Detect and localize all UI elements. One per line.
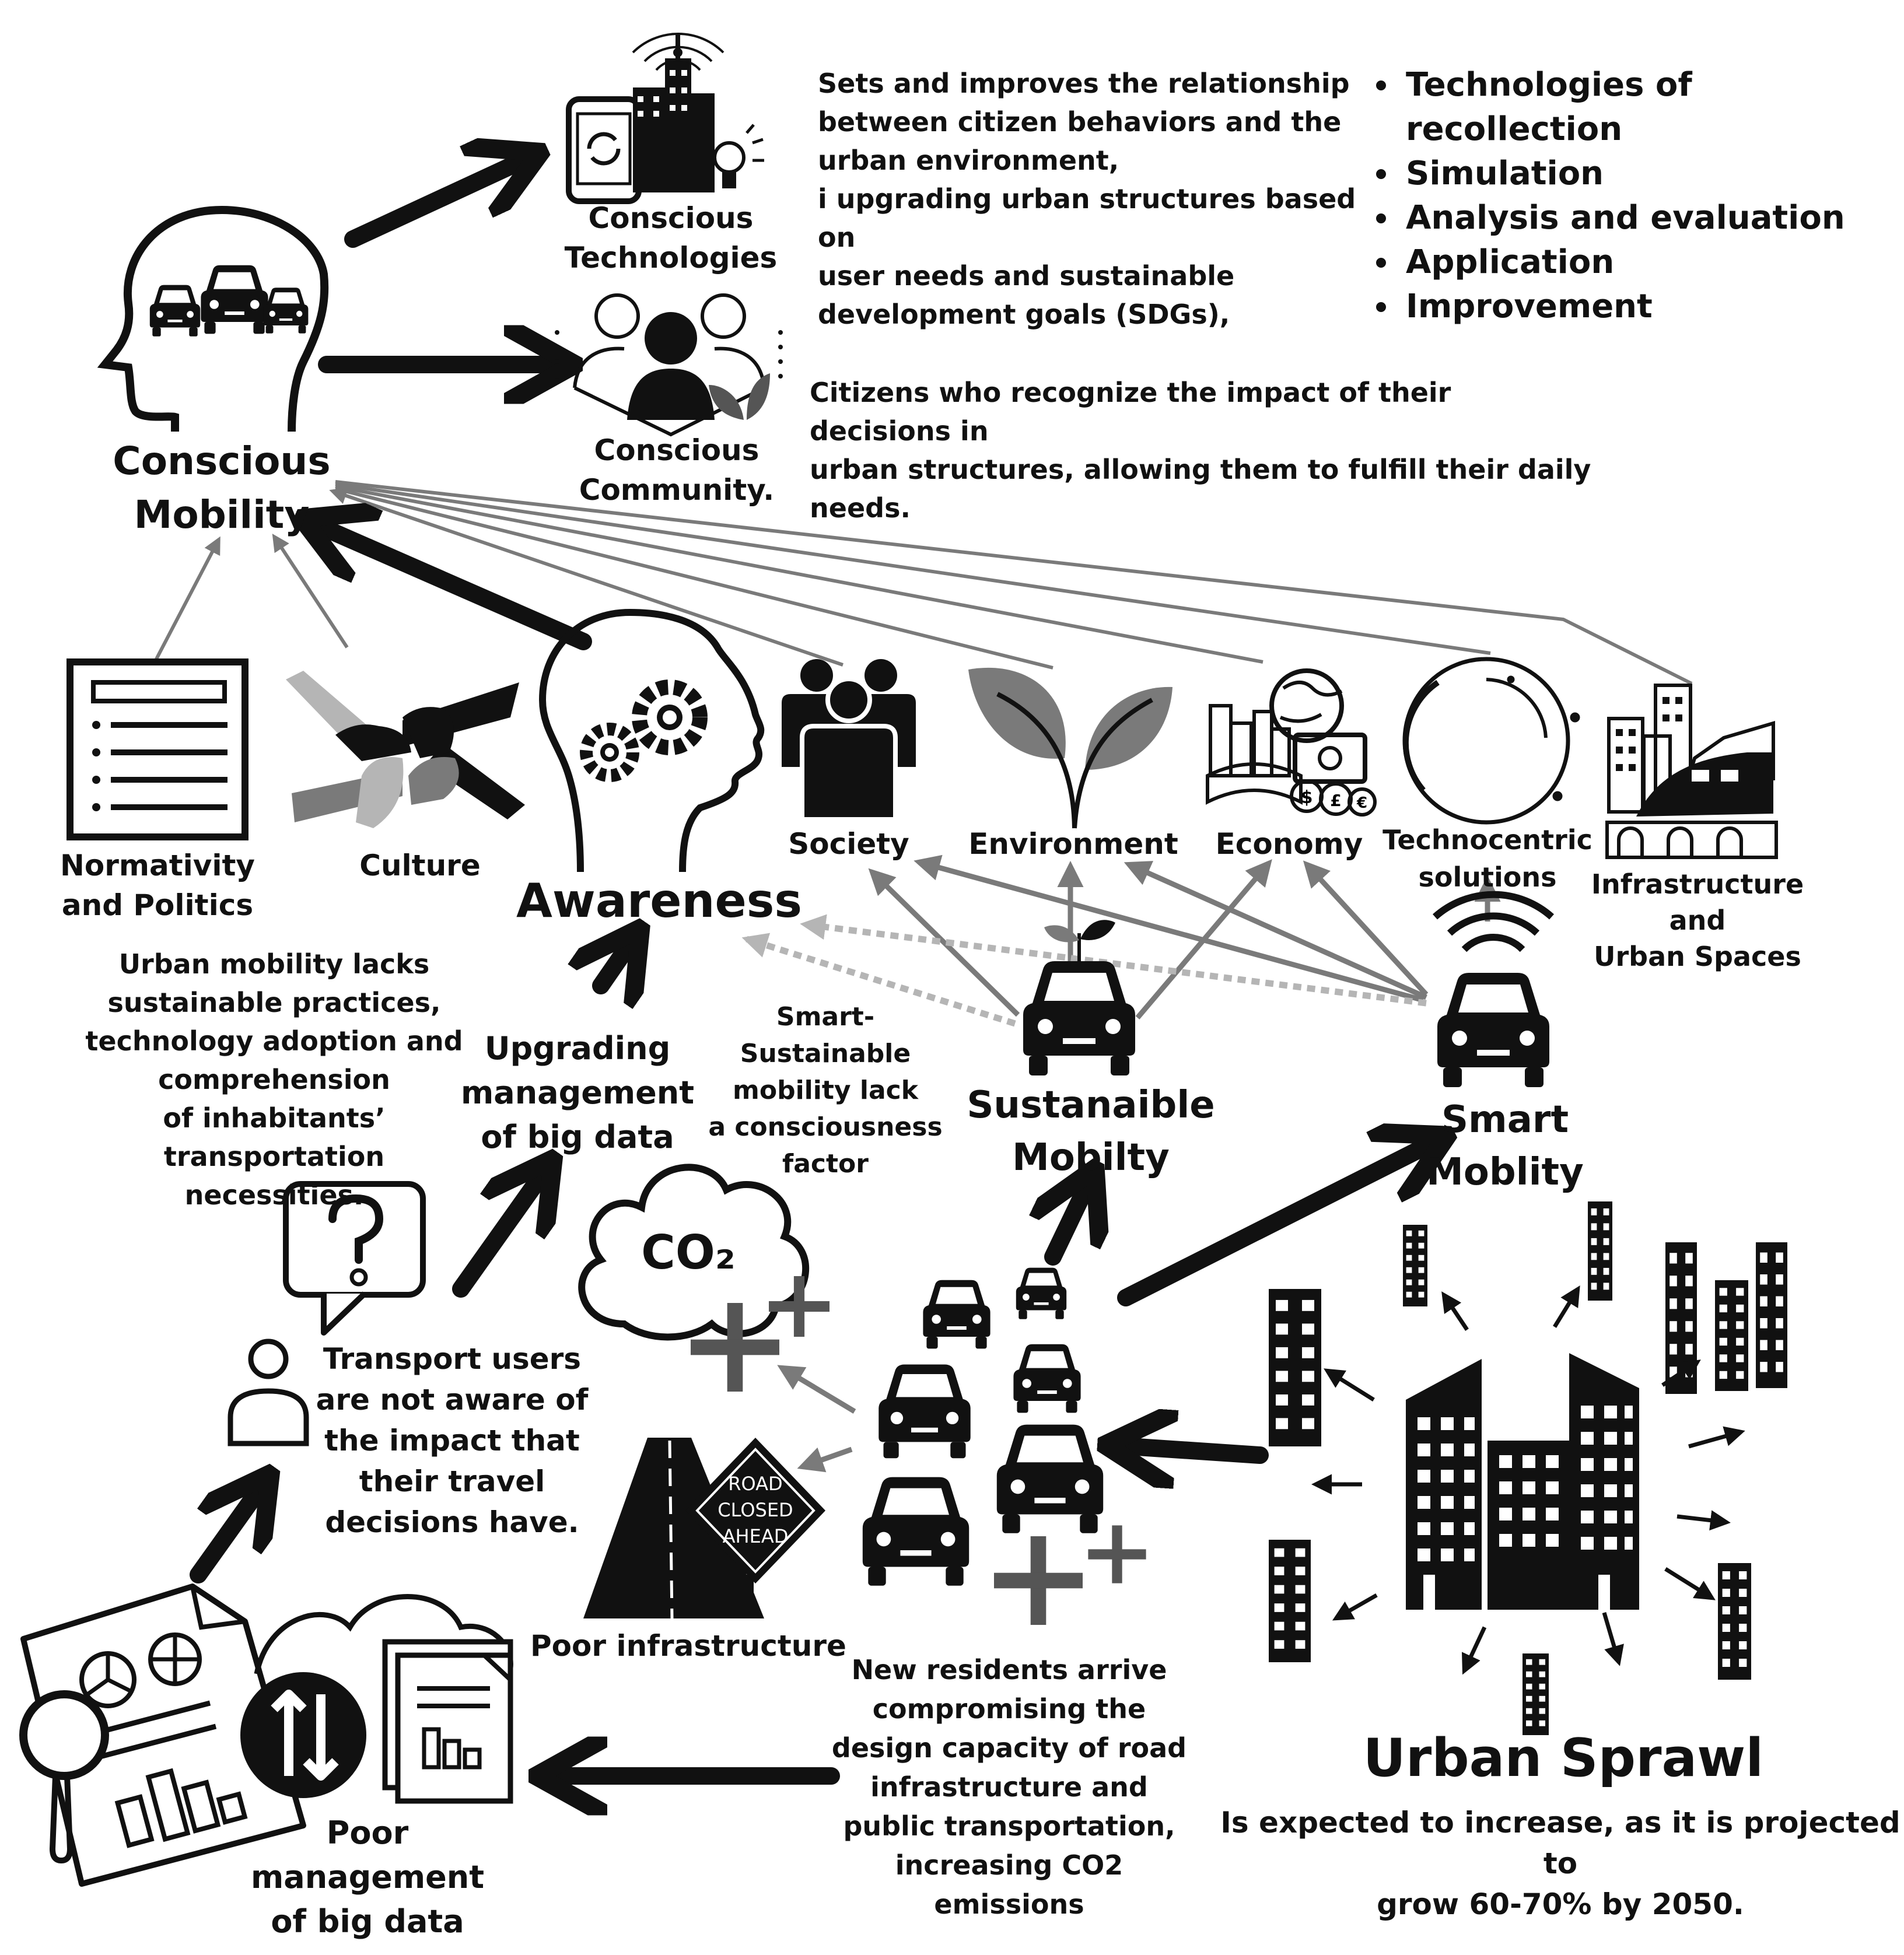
joined-hands-icon — [286, 671, 525, 828]
society-people-icon — [782, 659, 916, 822]
influence-lines — [155, 480, 1693, 685]
svg-text:£: £ — [1330, 791, 1341, 810]
smart-connected-car-icon — [1433, 891, 1554, 1087]
node-upgrading-big-data: Upgrading management of big data — [461, 1030, 695, 1155]
smart-city-icon — [566, 33, 764, 204]
community-icon — [555, 293, 783, 437]
svg-text:ROAD: ROAD — [728, 1473, 782, 1495]
user-question-icon — [228, 1181, 426, 1446]
sustainable-car-icon — [1023, 920, 1135, 1075]
node-smart-mobility: Smart Moblity — [1426, 1098, 1584, 1194]
node-environment: Environment — [968, 827, 1178, 861]
urban-mobility-lacks-note: Urban mobility lacks sustainable practic… — [85, 948, 463, 1211]
bullet-item: Application — [1400, 240, 1904, 285]
node-conscious-mobility: Conscious Mobility — [113, 439, 331, 537]
node-conscious-technologies: Conscious Technologies — [564, 201, 778, 275]
urban-sprawl-city-icon — [1406, 1353, 1639, 1610]
co2-cloud-icon: CO₂ — [578, 1164, 810, 1341]
road-closed-sign-icon: ROAD CLOSED AHEAD — [583, 1438, 825, 1619]
node-infrastructure: Infrastructure and Urban Spaces — [1591, 868, 1804, 972]
node-conscious-community: Conscious Community. — [579, 433, 775, 507]
node-poor-infrastructure: Poor infrastructure — [530, 1629, 846, 1663]
plant-sprout-icon — [968, 667, 1172, 829]
smart-sustainable-lack-note: Smart-Sustainable mobility lack a consci… — [708, 1002, 943, 1179]
data-report-icon — [19, 1583, 513, 1887]
awareness-gears-head-icon — [538, 608, 765, 873]
train-city-icon — [1605, 684, 1778, 859]
svg-text:AHEAD: AHEAD — [723, 1525, 789, 1547]
bullet-item: Simulation — [1400, 152, 1904, 196]
node-poor-management: Poor management of big data — [250, 1814, 485, 1940]
node-normativity: Normativity and Politics — [60, 849, 255, 922]
tech-process-list: Technologies of recollection Simulation … — [1359, 63, 1904, 329]
bullet-item: Technologies of recollection — [1400, 63, 1904, 152]
svg-text:CLOSED: CLOSED — [718, 1499, 793, 1521]
node-urban-sprawl: Urban Sprawl — [1363, 1728, 1764, 1789]
node-society: Society — [788, 827, 909, 861]
bullet-item: Improvement — [1400, 285, 1904, 329]
node-sustainable-mobility: Sustanaible Mobilty — [967, 1084, 1215, 1179]
sprawl-description: Is expected to increase, as it is projec… — [1220, 1806, 1901, 1921]
svg-text:€: € — [1356, 794, 1367, 812]
sprawl-outward-arrows — [1311, 1285, 1745, 1675]
new-residents-note: New residents arrive compromising the de… — [831, 1654, 1187, 1920]
traffic-cars-icon — [862, 1267, 1104, 1586]
economy-money-city-icon: $ £ € — [1206, 668, 1377, 817]
bullet-item: Analysis and evaluation — [1400, 196, 1904, 240]
node-technocentric: Technocentric solutions — [1382, 824, 1592, 893]
conscious-mobility-head-icon — [97, 205, 329, 432]
tech-description: Sets and improves the relationship betwe… — [818, 68, 1356, 330]
document-list-icon — [66, 658, 249, 840]
node-economy: Economy — [1215, 827, 1363, 861]
svg-text:$: $ — [1301, 787, 1313, 808]
transport-users-note: Transport users are not aware of the imp… — [316, 1342, 589, 1539]
technocentric-circle-icon — [1402, 657, 1580, 825]
main-arrows — [190, 162, 1426, 1776]
dotted-arrows — [741, 914, 1427, 1027]
node-culture: Culture — [359, 849, 481, 882]
pillar-arrows — [777, 854, 1501, 1473]
node-awareness: Awareness — [516, 874, 802, 928]
svg-text:CO₂: CO₂ — [641, 1225, 736, 1280]
community-description: Citizens who recognize the impact of the… — [810, 377, 1591, 524]
